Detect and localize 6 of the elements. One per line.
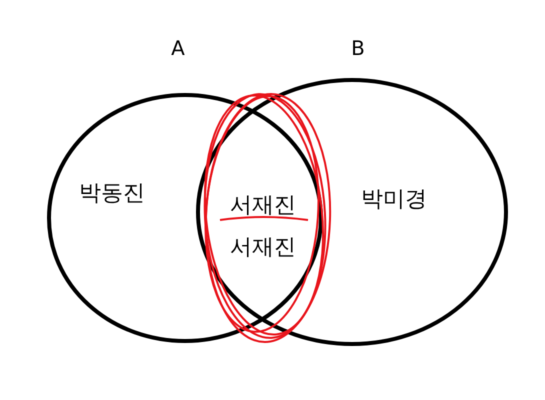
set-label: B bbox=[351, 38, 365, 58]
name-label: 서재진 bbox=[230, 237, 296, 259]
set-label: A bbox=[171, 38, 185, 58]
name-label: 박미경 bbox=[361, 189, 427, 211]
name-label: 박동진 bbox=[79, 183, 145, 205]
name-label: 서재진 bbox=[230, 195, 296, 217]
